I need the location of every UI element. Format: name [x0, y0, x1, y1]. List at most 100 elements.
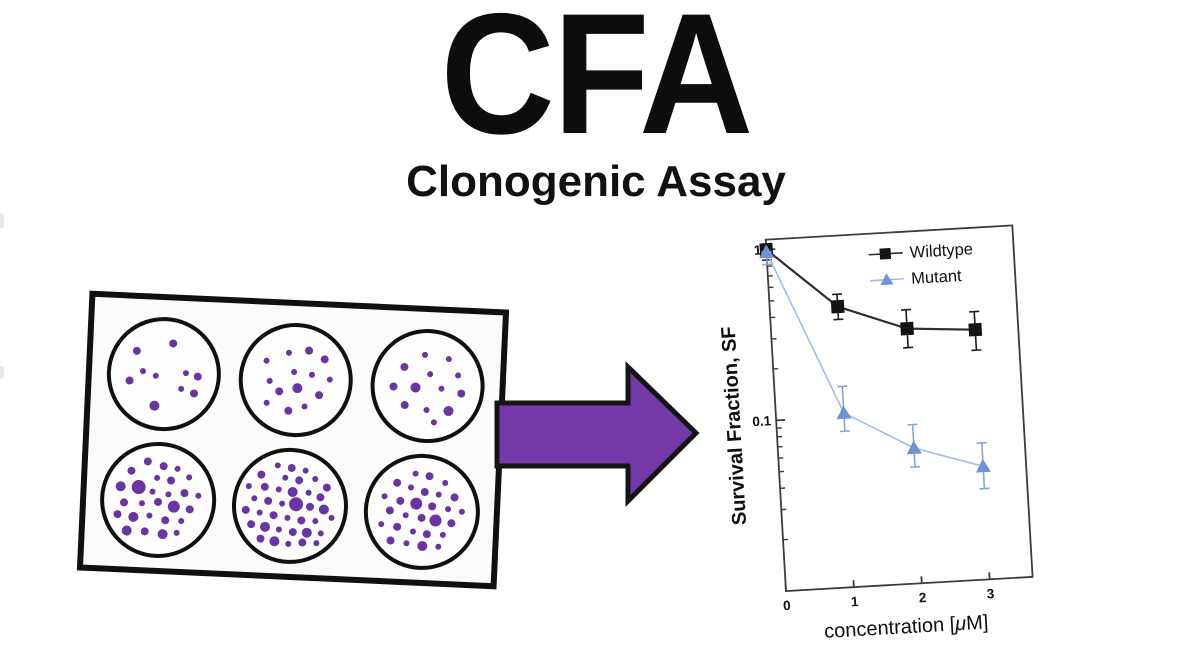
error-cap	[910, 465, 921, 469]
colony-dot	[396, 496, 405, 505]
colony-dot	[263, 357, 270, 364]
colony-dot	[131, 480, 146, 495]
data-point-square	[830, 299, 845, 314]
colony-dot	[128, 511, 139, 522]
colony-dot	[275, 526, 282, 533]
well-rim	[370, 329, 485, 444]
x-tick-label: 1	[851, 594, 860, 609]
colony-dot	[312, 518, 319, 525]
colony-dot	[328, 514, 335, 521]
colony-dot	[275, 387, 284, 396]
colony-dot	[149, 488, 156, 495]
colony-dot	[297, 516, 306, 525]
colony-dot	[157, 529, 168, 540]
legend-marker-square	[879, 247, 892, 260]
colony-dot	[443, 406, 454, 417]
legend-item: Mutant	[870, 267, 963, 288]
well-rim	[238, 323, 353, 438]
error-cap	[839, 430, 850, 433]
data-point-triangle	[975, 458, 991, 473]
colony-dot	[143, 457, 152, 466]
colony-dot	[301, 527, 312, 538]
error-cap	[976, 441, 987, 444]
colony-dot	[264, 496, 273, 505]
colony-dot	[313, 540, 320, 547]
x-tick-label: 3	[986, 586, 995, 601]
error-cap	[762, 263, 773, 266]
colony-dot	[251, 495, 258, 502]
colony-dot	[127, 466, 136, 475]
series-line	[765, 251, 984, 467]
colony-dot	[445, 355, 452, 362]
colony-dot	[275, 486, 282, 493]
well-rim	[106, 317, 221, 432]
y-tick-label: 0.1	[752, 413, 772, 429]
colony-dot	[279, 500, 286, 507]
colony-dot	[165, 491, 172, 498]
colony-dot	[291, 368, 298, 375]
colony-dot	[257, 470, 266, 479]
colony-dot	[169, 339, 178, 348]
colony-dot	[260, 521, 271, 532]
error-cap	[900, 308, 912, 311]
colony-dot	[284, 406, 293, 415]
colony-dot	[457, 389, 466, 398]
colony-dot	[445, 506, 452, 513]
colony-dot	[318, 504, 329, 515]
series-line	[765, 248, 976, 331]
colony-dot	[422, 530, 431, 539]
colony-dot	[423, 407, 430, 414]
colony-dot	[149, 400, 160, 411]
colony-dot	[317, 530, 324, 537]
colony-dot	[420, 488, 429, 497]
colony-dot	[320, 355, 329, 364]
colony-dot	[427, 371, 434, 378]
colony-dot	[113, 510, 122, 519]
colony-dot	[315, 391, 324, 400]
colony-dot	[430, 419, 437, 426]
colony-dot	[438, 385, 445, 392]
colony-dot	[425, 472, 434, 481]
colony-dot	[154, 497, 163, 506]
colony-dot	[410, 497, 423, 510]
page-subtitle: Clonogenic Assay	[406, 157, 786, 206]
colony-dot	[288, 528, 297, 537]
colony-dot	[167, 500, 180, 513]
colony-dot	[409, 528, 416, 535]
data-point-triangle	[906, 440, 922, 455]
series-mutant	[759, 244, 991, 490]
colony-dot	[186, 474, 193, 481]
colony-dot	[447, 519, 456, 528]
colony-dot	[119, 498, 128, 507]
colony-dot	[393, 522, 402, 531]
legend-label: Mutant	[911, 267, 963, 288]
colony-dot	[287, 487, 298, 498]
y-axis-label: Survival Fraction, SF	[718, 326, 751, 526]
colony-dot	[381, 493, 388, 500]
colony-dot	[429, 514, 442, 527]
colony-dot	[393, 478, 402, 487]
colony-dot	[256, 534, 265, 543]
error-cap	[833, 318, 844, 321]
well	[238, 323, 353, 438]
x-tick-label: 2	[918, 590, 926, 605]
colony-dot	[269, 536, 280, 547]
plot-frame	[764, 224, 1034, 593]
colony-dot	[121, 525, 132, 536]
colony-dot	[159, 462, 168, 471]
colony-dot	[400, 401, 409, 410]
colony-dot	[298, 538, 307, 547]
colony-dot	[302, 467, 309, 474]
colony-dot	[161, 516, 170, 525]
colony-dot	[178, 518, 185, 525]
colony-dot	[190, 389, 199, 398]
colony-dot	[410, 382, 421, 393]
colony-dot	[285, 349, 292, 356]
colony-dot	[138, 500, 145, 507]
colony-dot	[386, 536, 395, 545]
colony-dot	[125, 376, 134, 385]
colony-dot	[305, 502, 314, 511]
colony-dot	[193, 372, 202, 381]
